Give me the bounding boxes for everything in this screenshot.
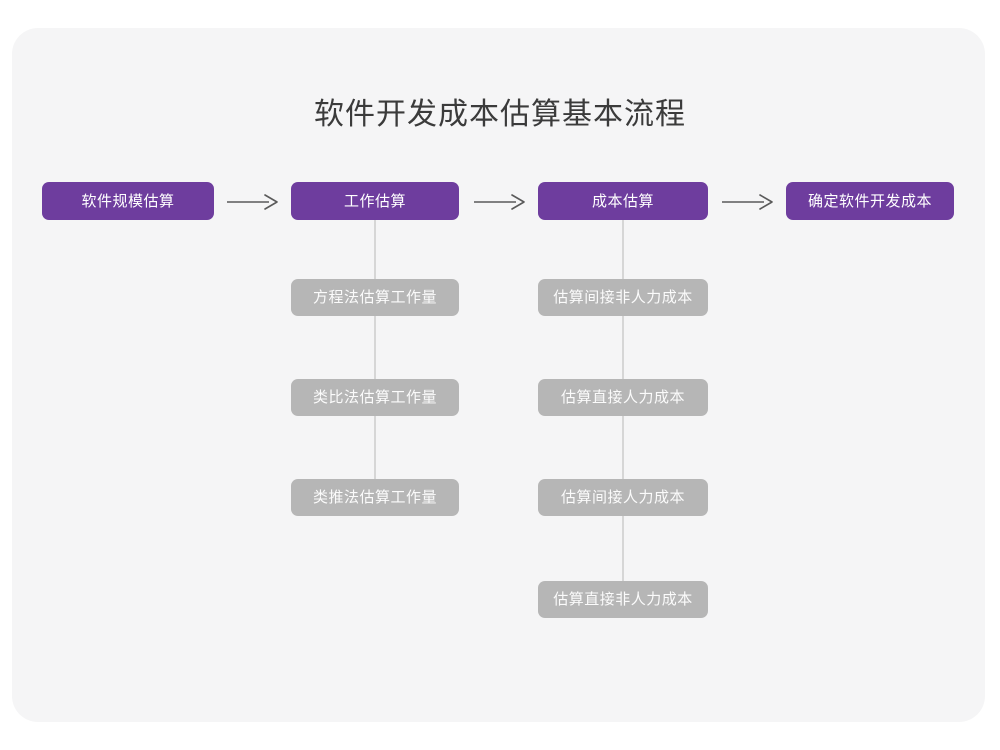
flow-substep-node[interactable]: 方程法估算工作量 xyxy=(291,279,459,316)
flow-node-stage-1[interactable]: 软件规模估算 xyxy=(42,182,214,220)
flow-node-stage-2[interactable]: 工作估算 xyxy=(291,182,459,220)
flow-substep-node[interactable]: 类推法估算工作量 xyxy=(291,479,459,516)
right-arrow-icon xyxy=(721,190,773,214)
right-arrow-icon xyxy=(473,190,525,214)
flow-node-stage-3[interactable]: 成本估算 xyxy=(538,182,708,220)
flow-substep-node[interactable]: 估算间接人力成本 xyxy=(538,479,708,516)
right-arrow-icon xyxy=(226,190,278,214)
connector-line xyxy=(374,220,376,497)
page-title: 软件开发成本估算基本流程 xyxy=(314,98,686,131)
flow-substep-node[interactable]: 估算直接非人力成本 xyxy=(538,581,708,618)
flow-substep-node[interactable]: 估算直接人力成本 xyxy=(538,379,708,416)
diagram-card xyxy=(12,28,985,722)
flow-substep-node[interactable]: 估算间接非人力成本 xyxy=(538,279,708,316)
flow-substep-node[interactable]: 类比法估算工作量 xyxy=(291,379,459,416)
flow-node-stage-4[interactable]: 确定软件开发成本 xyxy=(786,182,954,220)
